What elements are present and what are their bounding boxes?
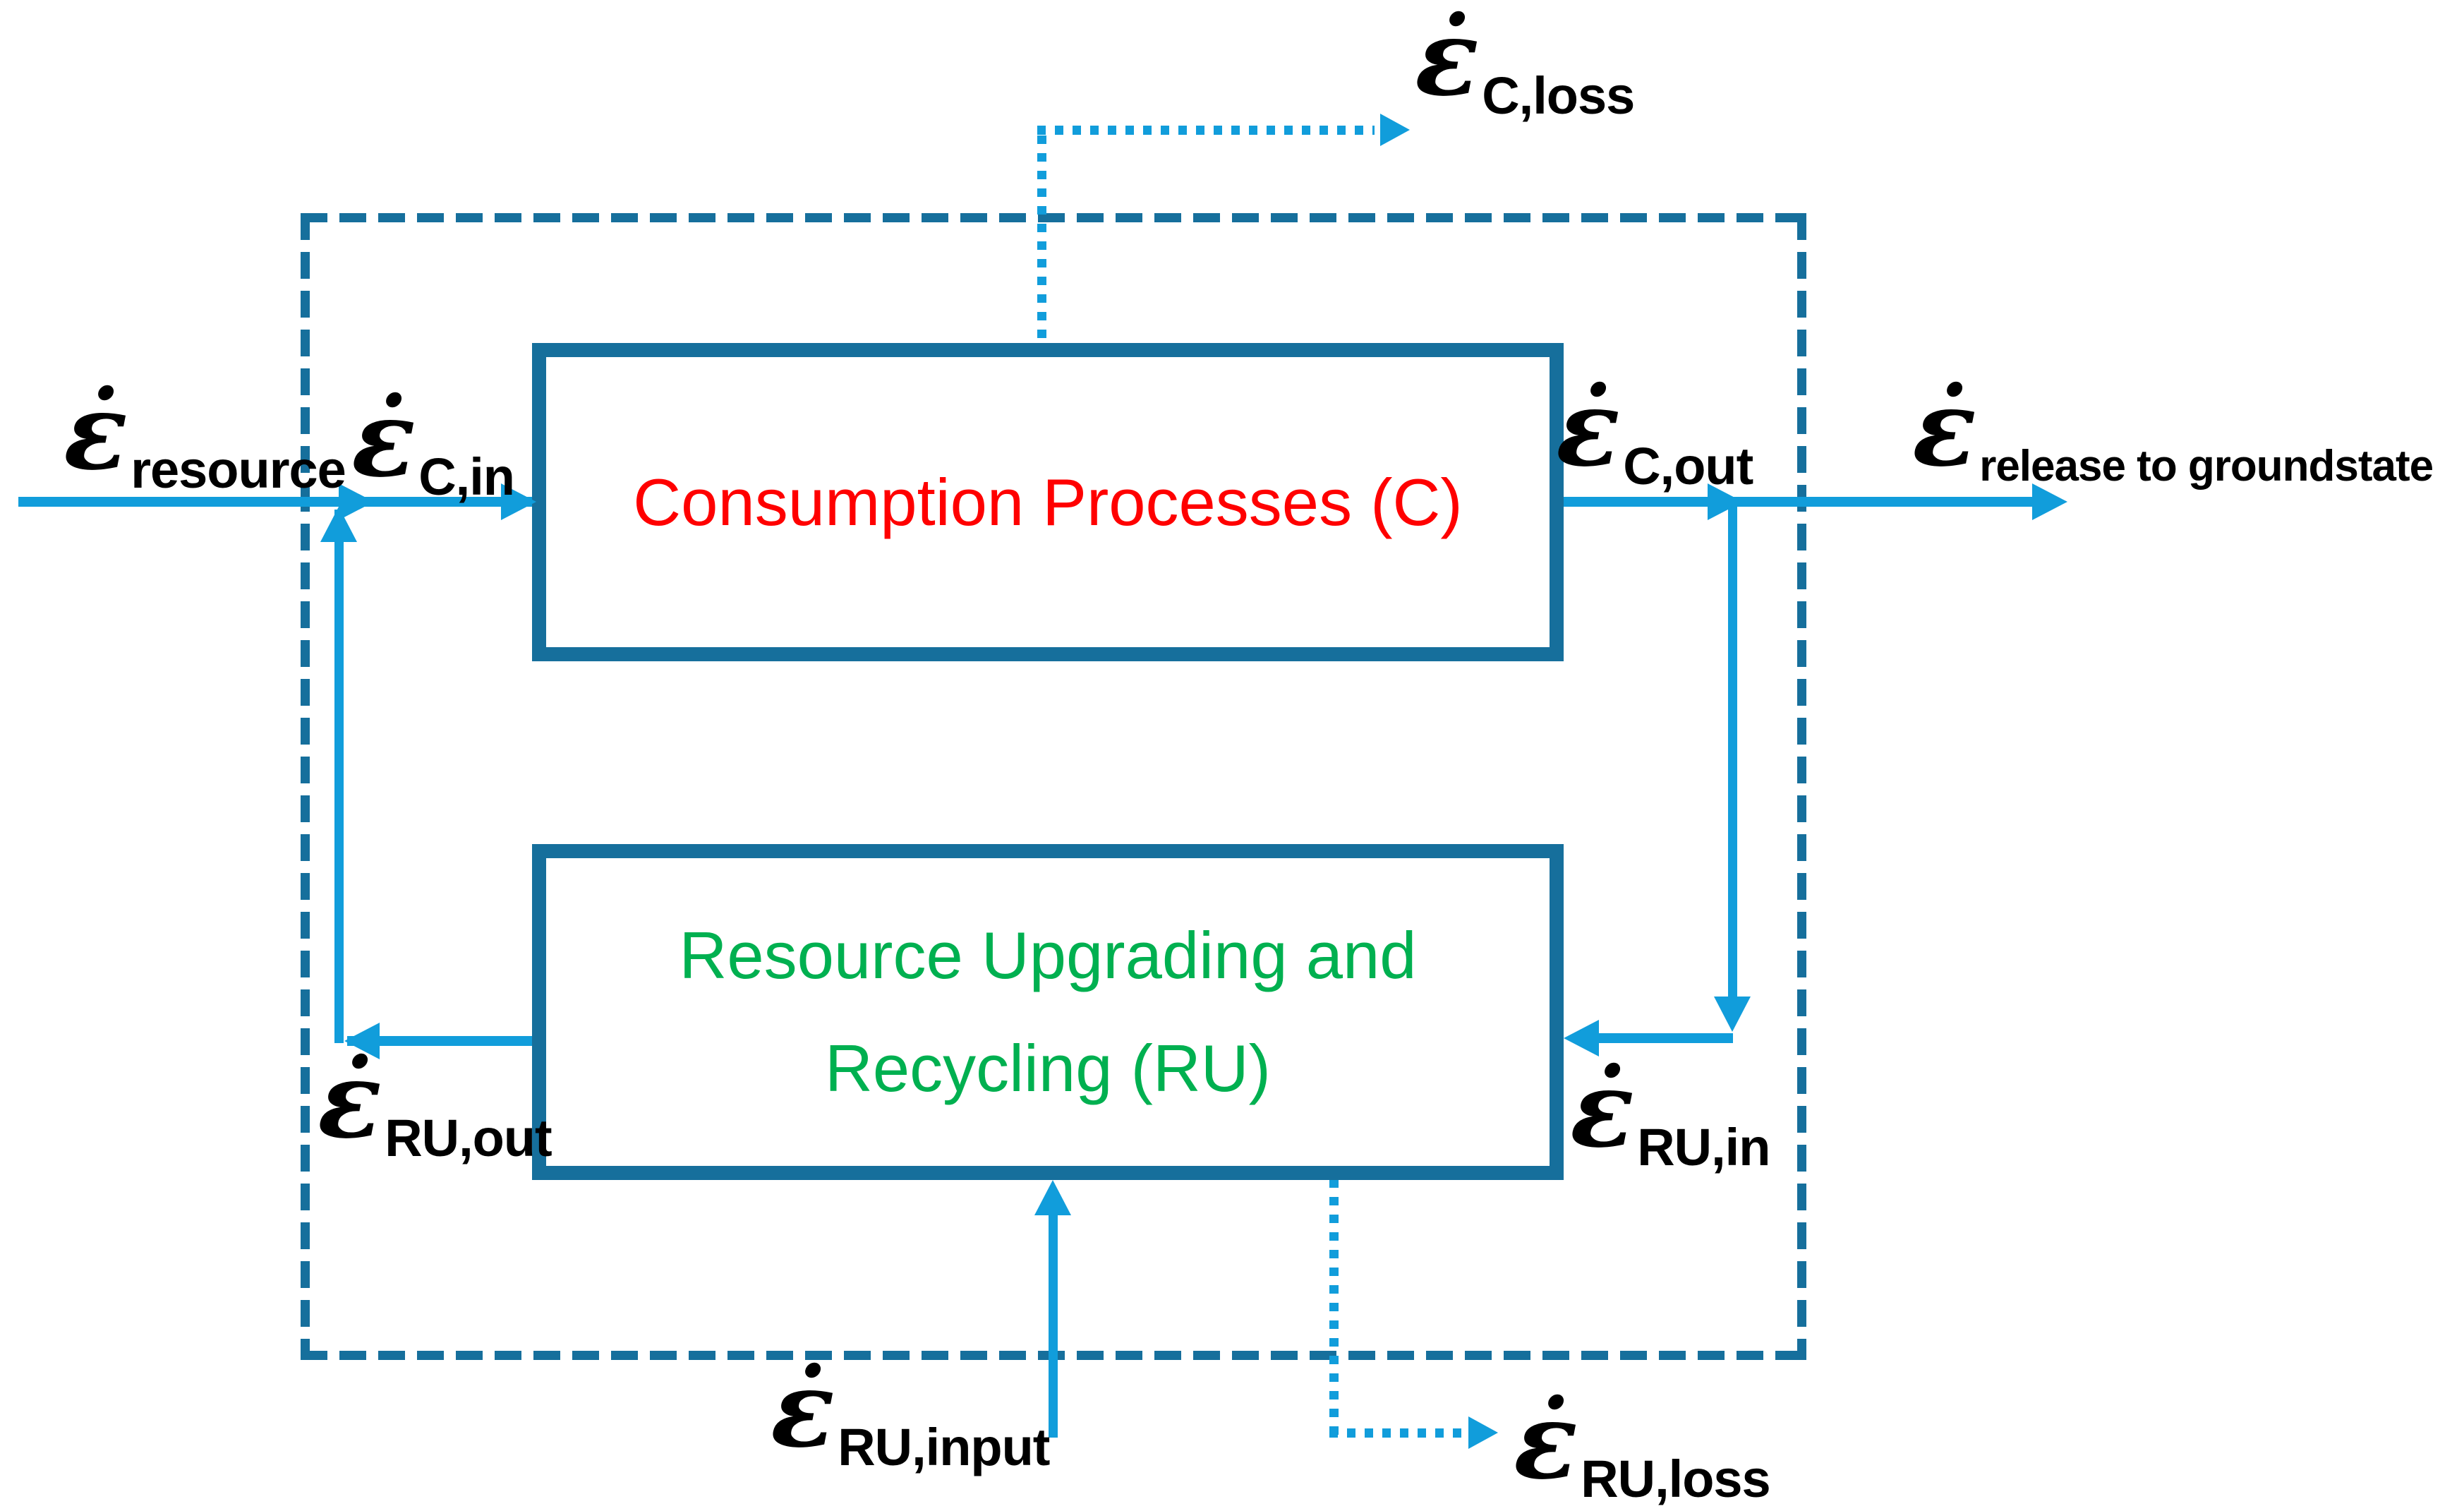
subscript-ru-input: RU,input (838, 1418, 1050, 1476)
drop-arrowhead-icon (1714, 997, 1751, 1032)
epsilon-dot-symbol: ε̇ (1556, 366, 1621, 490)
label-exergy-c-out: ε̇ C,out (1556, 366, 1753, 495)
c-loss-dotted-line-horizontal (1037, 126, 1375, 135)
label-exergy-ru-in: ε̇ RU,in (1570, 1047, 1770, 1176)
subscript-ru-out: RU,out (385, 1109, 552, 1167)
subscript-release: release to groundstate (1979, 442, 2434, 490)
ru-input-flow-line (1049, 1193, 1058, 1438)
epsilon-dot-symbol: ε̇ (1570, 1047, 1635, 1172)
epsilon-dot-symbol: ε̇ (318, 1038, 382, 1162)
epsilon-dot-symbol: ε̇ (1912, 366, 1977, 490)
c-loss-dotted-line-vertical (1037, 136, 1046, 343)
subscript-c-out: C,out (1623, 437, 1753, 495)
c-out-to-ru-drop-line (1728, 502, 1737, 1021)
ru-out-flow-line (347, 1036, 533, 1046)
ru-out-arrowhead-icon (344, 1023, 380, 1059)
ru-input-arrowhead-icon (1034, 1180, 1071, 1215)
resource-input-flow-line (18, 497, 533, 507)
ru-in-flow-line (1574, 1033, 1733, 1043)
subscript-resource: resource (131, 440, 346, 499)
ru-loss-dotted-line-vertical (1329, 1179, 1339, 1438)
ru-loss-arrowhead-icon (1468, 1416, 1498, 1449)
ru-in-arrowhead-icon (1564, 1020, 1599, 1057)
c-out-flow-line (1564, 497, 2058, 507)
subscript-ru-in: RU,in (1637, 1118, 1770, 1176)
consumption-processes-label: Consumption Processes (C) (633, 464, 1463, 539)
epsilon-dot-symbol: ε̇ (351, 377, 416, 501)
subscript-c-in: C,in (418, 447, 515, 506)
system-boundary-top-edge (301, 213, 1806, 222)
ru-loss-dotted-line-horizontal (1329, 1428, 1468, 1438)
epsilon-dot-symbol: ε̇ (1514, 1379, 1578, 1503)
epsilon-dot-symbol: ε̇ (771, 1347, 835, 1471)
resource-upgrading-box: Resource Upgrading and Recycling (RU) (532, 844, 1564, 1180)
label-exergy-ru-input: ε̇ RU,input (771, 1347, 1050, 1476)
label-exergy-c-in: ε̇ C,in (351, 377, 515, 506)
label-exergy-c-loss: ε̇ C,loss (1415, 0, 1635, 125)
system-boundary-right-edge (1797, 213, 1806, 1360)
label-exergy-release-to-groundstate: ε̇ release to groundstate (1912, 366, 2434, 493)
epsilon-dot-symbol: ε̇ (1415, 0, 1480, 120)
subscript-ru-loss: RU,loss (1581, 1450, 1771, 1508)
epsilon-dot-symbol: ε̇ (64, 370, 128, 494)
release-arrowhead-icon (2032, 483, 2067, 520)
c-loss-arrowhead-icon (1380, 114, 1410, 146)
label-exergy-resource: ε̇ resource (64, 370, 346, 499)
label-exergy-ru-out: ε̇ RU,out (318, 1038, 552, 1167)
recycle-return-arrowhead-icon (320, 507, 357, 542)
c-in-arrowhead-icon (501, 483, 536, 520)
resource-upgrading-label: Resource Upgrading and Recycling (RU) (679, 899, 1416, 1125)
recycle-return-riser-line (334, 510, 344, 1043)
consumption-processes-box: Consumption Processes (C) (532, 343, 1564, 661)
subscript-c-loss: C,loss (1482, 66, 1635, 125)
resource-upgrading-label-line2: Recycling (RU) (825, 1031, 1271, 1105)
label-exergy-ru-loss: ε̇ RU,loss (1514, 1379, 1771, 1508)
resource-upgrading-label-line1: Resource Upgrading and (679, 918, 1417, 992)
c-out-arrowhead-icon (1708, 483, 1743, 520)
